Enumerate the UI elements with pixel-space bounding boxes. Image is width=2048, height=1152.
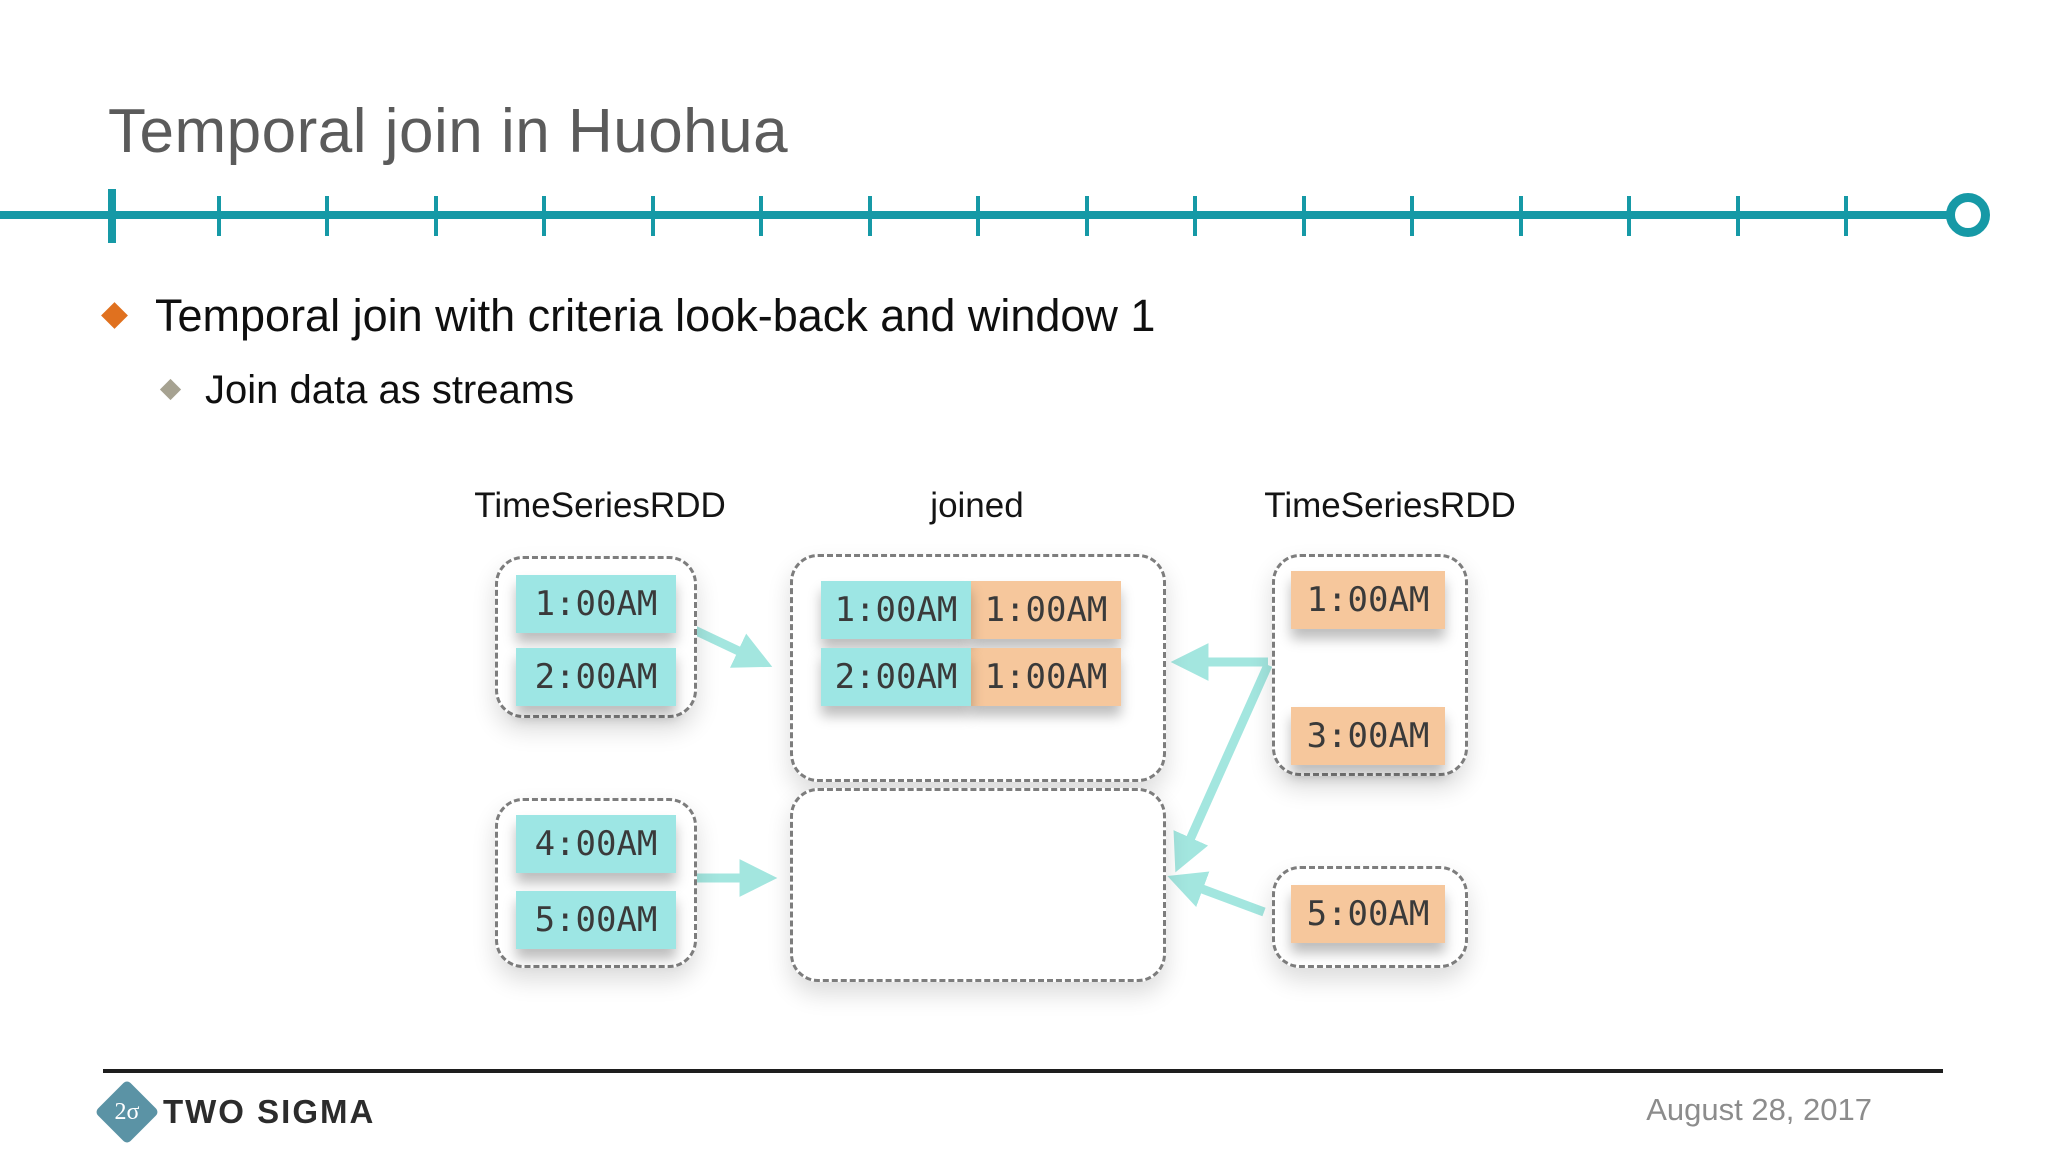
timeline-tick: [1518, 196, 1523, 236]
left-stream-top-group: 1:00AM 2:00AM: [495, 556, 697, 718]
timeline-tick: [216, 196, 221, 236]
timeline-tick: [433, 196, 438, 236]
timeline-tick: [1735, 196, 1740, 236]
bullet-level2-text: Join data as streams: [205, 368, 575, 412]
time-box: 2:00AM: [516, 648, 676, 706]
timeline-tick: [1410, 196, 1414, 236]
column-label-left-timeseriesrdd: TimeSeriesRDD: [474, 486, 726, 525]
timeline-tick: [1193, 196, 1197, 236]
right-stream-top-group: 1:00AM 3:00AM: [1272, 554, 1468, 776]
joined-row: 1:00AM 1:00AM: [821, 581, 1121, 639]
joined-top-group: 1:00AM 1:00AM 2:00AM 1:00AM: [790, 554, 1166, 782]
joined-left-time: 2:00AM: [821, 648, 971, 706]
timeline-tick: [1301, 196, 1306, 236]
logo-name: TWO SIGMA: [163, 1093, 376, 1130]
joined-bottom-empty-group: [790, 788, 1166, 982]
joined-right-time: 1:00AM: [971, 648, 1121, 706]
timeline-tick: [1627, 196, 1631, 236]
arrow-rightbottom-to-joined-empty: [1167, 871, 1266, 917]
time-box: 1:00AM: [516, 575, 676, 633]
left-stream-bottom-group: 4:00AM 5:00AM: [495, 798, 697, 968]
column-label-joined: joined: [930, 486, 1024, 525]
time-box: 3:00AM: [1291, 707, 1445, 765]
timeline-tick: [325, 196, 329, 236]
footer-separator-line: [103, 1069, 1943, 1073]
timeline-tick: [542, 196, 546, 236]
timeline-tick: [1844, 196, 1848, 236]
logo-mark-text: 2σ: [114, 1098, 140, 1125]
timeline-tick: [650, 196, 655, 236]
slide-date: August 28, 2017: [1646, 1092, 1872, 1127]
right-stream-bottom-group: 5:00AM: [1272, 866, 1468, 968]
time-box: 4:00AM: [516, 815, 676, 873]
two-sigma-logo-icon: 2σ: [94, 1079, 160, 1145]
diamond-bullet-icon: [101, 302, 128, 329]
timeline-tick: [759, 196, 763, 236]
diamond-subbullet-icon: [159, 378, 182, 401]
time-box: 5:00AM: [516, 891, 676, 949]
timeline-line: [0, 211, 1948, 219]
timeline-tick: [976, 196, 980, 236]
bullet-level1-text: Temporal join with criteria look-back an…: [155, 290, 1156, 341]
slide-title: Temporal join in Huohua: [108, 97, 789, 166]
time-box: 5:00AM: [1291, 885, 1445, 943]
column-label-right-timeseriesrdd: TimeSeriesRDD: [1264, 486, 1516, 525]
arrow-righttop-to-joined-empty: [1173, 663, 1273, 873]
arrow-lefttop-to-joined: [688, 623, 773, 668]
timeline-tick: [867, 196, 872, 236]
time-box: 1:00AM: [1291, 571, 1445, 629]
timeline-major-tick: [108, 189, 116, 243]
joined-row: 2:00AM 1:00AM: [821, 648, 1121, 706]
timeline-tick: [1084, 196, 1089, 236]
joined-right-time: 1:00AM: [971, 581, 1121, 639]
joined-left-time: 1:00AM: [821, 581, 971, 639]
timeline-end-circle-icon: [1946, 193, 1990, 237]
